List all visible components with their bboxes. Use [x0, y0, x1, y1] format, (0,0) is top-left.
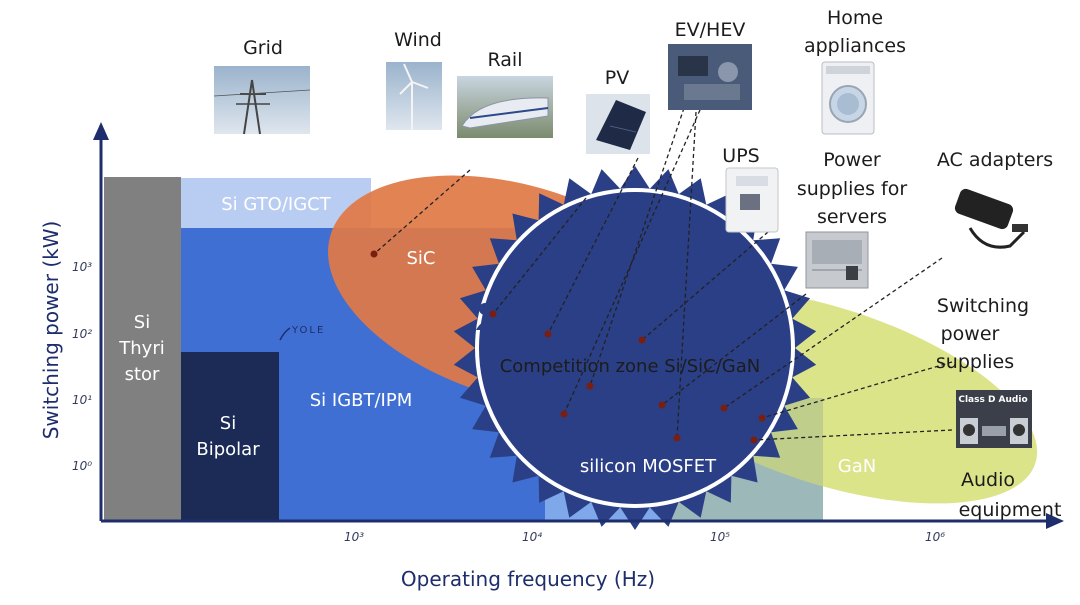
leader-line-pv [547, 157, 639, 335]
leader-line-rail [492, 197, 587, 315]
rail-label: Rail [488, 49, 523, 71]
leader-dot-ev-3 [673, 434, 681, 442]
leader-line-grid [373, 169, 471, 255]
leader-dot-rail [489, 310, 497, 318]
switching-power-label-1: Switching [937, 295, 1029, 317]
leader-dot-servers [658, 401, 666, 409]
leader-dot-ev-2 [560, 410, 568, 418]
grid-label: Grid [243, 37, 283, 59]
rail-image [457, 76, 553, 138]
server-power-supply-image [805, 231, 869, 289]
x-tick-100000: 10⁵ [710, 530, 730, 544]
grid-image [213, 66, 311, 135]
audio-equipment-image [956, 390, 1032, 448]
pv-label: PV [605, 67, 629, 89]
region-igbt-label: Si IGBT/IPM [310, 390, 413, 411]
ev-image [668, 44, 752, 110]
ups-image [725, 167, 779, 233]
leader-dot-grid [370, 250, 378, 258]
ac-adapter-image [954, 188, 1028, 249]
server-power-label-2: supplies for [797, 178, 908, 200]
leader-dot-ups [638, 336, 646, 344]
y-tick-1: 10⁰ [72, 459, 92, 473]
leader-dot-ev-1 [586, 382, 594, 390]
server-power-label-1: Power [823, 149, 881, 171]
leader-line-audio [753, 429, 953, 441]
y-tick-1000: 10³ [72, 260, 92, 274]
x-axis-label: Operating frequency (Hz) [401, 567, 655, 591]
x-axis-arrow [1046, 513, 1064, 529]
server-power-label-3: servers [817, 206, 887, 228]
competition-zone-circle [475, 188, 795, 508]
region-bipolar-label-1: Si [220, 413, 236, 434]
yole-logo: YOLE [279, 325, 325, 341]
pv-image [586, 94, 650, 154]
home-appliances-image [821, 61, 875, 135]
region-mosfet-label: silicon MOSFET [580, 456, 717, 477]
audio-label-2: equipment [959, 499, 1062, 521]
leader-line-servers [661, 293, 807, 406]
region-gan-label: GaN [838, 456, 876, 477]
leader-lines [373, 107, 953, 441]
leader-dot-pv [544, 330, 552, 338]
region-bipolar-label-2: Bipolar [196, 439, 260, 460]
x-tick-1000000: 10⁶ [925, 530, 945, 544]
region-bipolar [181, 352, 279, 521]
x-tick-1000: 10³ [344, 530, 364, 544]
region-thyristor [104, 177, 181, 521]
people-icon [476, 298, 522, 334]
ev-label: EV/HEV [675, 19, 746, 41]
yole-logo-text: YOLE [291, 325, 325, 336]
audio-label-1: Audio [961, 469, 1015, 491]
y-tick-100: 10² [72, 327, 92, 341]
leader-line-ev-3 [676, 111, 697, 439]
y-tick-10: 10¹ [72, 393, 92, 407]
home-appliances-label-2: appliances [804, 35, 906, 57]
wind-label: Wind [394, 29, 442, 51]
switching-power-label-2: power [941, 323, 1000, 345]
leader-dot-smps [758, 414, 766, 422]
y-axis-arrow [93, 122, 109, 140]
region-thyristor-label-1: Si [134, 312, 150, 333]
leader-dot-ac [720, 404, 728, 412]
competition-zone-star [453, 166, 817, 530]
region-thyristor-label-2: Thyri [118, 338, 164, 359]
leader-line-ac [723, 257, 943, 409]
y-axis-label: Switching power (kW) [39, 221, 63, 440]
region-sic-label: SiC [407, 248, 436, 269]
x-tick-10000: 10⁴ [522, 530, 542, 544]
ups-label: UPS [722, 145, 759, 167]
audio-badge: Class D Audio [958, 395, 1027, 405]
leader-dots [370, 250, 766, 444]
wind-image [386, 62, 442, 130]
competition-zone-label: Competition zone Si/SiC/GaN [500, 356, 761, 377]
region-thyristor-label-3: stor [125, 364, 160, 385]
leader-line-smps [761, 361, 953, 419]
leader-dot-audio [750, 436, 758, 444]
switching-power-label-3: supplies [936, 351, 1014, 373]
ac-adapter-label: AC adapters [937, 149, 1053, 171]
home-appliances-label-1: Home [827, 7, 883, 29]
region-gto-label: Si GTO/IGCT [221, 194, 332, 215]
